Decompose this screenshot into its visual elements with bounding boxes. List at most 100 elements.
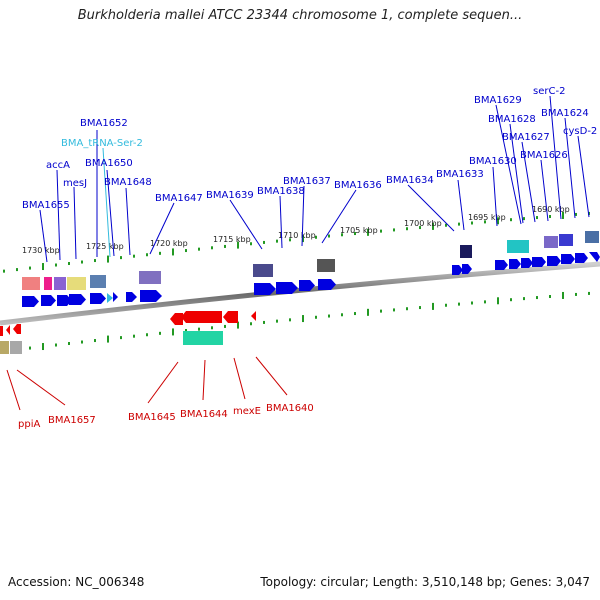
gene-label[interactable]: mesJ [63, 178, 87, 189]
scale-tick [458, 222, 460, 226]
scale-tick [237, 321, 239, 329]
scale-tick [198, 247, 200, 251]
gene-label[interactable]: BMA1648 [104, 177, 152, 188]
gene-label[interactable]: BMA1630 [469, 156, 517, 167]
scale-tick [302, 235, 304, 243]
gene-label[interactable]: BMA1645 [128, 412, 176, 423]
forward-tick-track [3, 211, 590, 273]
scale-tick [172, 328, 174, 336]
scale-tick [432, 302, 434, 310]
scale-tick [419, 226, 421, 230]
gene-label[interactable]: accA [46, 160, 70, 171]
scale-tick [224, 244, 226, 248]
scale-tick [341, 313, 343, 317]
scale-tick [276, 319, 278, 323]
scale-tick [120, 336, 122, 340]
scale-tick [549, 295, 551, 299]
kbp-label: 1710 kbp [278, 231, 316, 240]
scale-tick [471, 301, 473, 305]
scale-tick [354, 312, 356, 316]
kbp-label: 1700 kbp [404, 219, 442, 228]
scale-tick [575, 212, 577, 216]
gene-label[interactable]: BMA1637 [283, 176, 331, 187]
gene-label[interactable]: BMA1624 [541, 108, 589, 119]
scale-tick [81, 260, 83, 264]
topology-text: Topology: circular; Length: 3,510,148 bp… [260, 575, 590, 589]
scale-tick [536, 296, 538, 300]
scale-tick [224, 324, 226, 328]
scale-tick [302, 315, 304, 323]
scale-tick [497, 217, 499, 225]
gene-label[interactable]: BMA1626 [520, 150, 568, 161]
gene-label[interactable]: BMA1629 [474, 95, 522, 106]
forward-gene-arrows [22, 252, 600, 307]
gene-label[interactable]: BMA1640 [266, 403, 314, 414]
scale-tick [211, 246, 213, 250]
kbp-label: 1705 kbp [340, 226, 378, 235]
scale-tick [406, 307, 408, 311]
scale-tick [341, 233, 343, 237]
scale-tick [68, 262, 70, 266]
scale-tick [315, 315, 317, 319]
scale-tick [185, 329, 187, 333]
scale-tick [458, 302, 460, 306]
gene-label[interactable]: mexE [233, 406, 261, 417]
scale-tick [289, 318, 291, 322]
scale-tick [29, 346, 31, 350]
scale-tick [445, 223, 447, 227]
scale-tick [484, 300, 486, 304]
reverse-tick-track [3, 291, 590, 353]
scale-tick [55, 263, 57, 267]
scale-tick [549, 215, 551, 219]
scale-tick [29, 266, 31, 270]
gene-label[interactable]: BMA_tRNA-Ser-2 [61, 138, 143, 149]
gene-label[interactable]: BMA1638 [257, 186, 305, 197]
scale-tick [250, 242, 252, 246]
accession-text: Accession: NC_006348 [8, 575, 145, 589]
scale-tick [419, 306, 421, 310]
gene-label[interactable]: BMA1655 [22, 200, 70, 211]
gene-label[interactable]: BMA1650 [85, 158, 133, 169]
scale-tick [159, 331, 161, 335]
reverse-feature-boxes [0, 331, 223, 354]
gene-label[interactable]: cysD-2 [563, 126, 597, 137]
forward-gene-labels: BMA1655 accA mesJ BMA1652 BMA_tRNA-Ser-2… [22, 86, 597, 211]
scale-tick [406, 227, 408, 231]
scale-tick [367, 308, 369, 316]
scale-tick [575, 292, 577, 296]
scale-tick [185, 249, 187, 253]
scale-tick [562, 291, 564, 299]
scale-tick [198, 327, 200, 331]
gene-label[interactable]: BMA1652 [80, 118, 128, 129]
scale-tick [55, 343, 57, 347]
scale-tick [380, 229, 382, 233]
reverse-gene-arrows [0, 311, 256, 336]
gene-label[interactable]: BMA1628 [488, 114, 536, 125]
gene-label[interactable]: BMA1634 [386, 175, 434, 186]
gene-label[interactable]: BMA1644 [180, 409, 228, 420]
scale-tick [250, 322, 252, 326]
label-leaders [6, 95, 590, 411]
scale-tick [237, 241, 239, 249]
gene-label[interactable]: BMA1627 [502, 132, 550, 143]
scale-tick [523, 297, 525, 301]
gene-label[interactable]: BMA1657 [48, 415, 96, 426]
scale-tick [107, 255, 109, 263]
scale-tick [432, 222, 434, 230]
scale-tick [510, 298, 512, 302]
scale-tick [133, 334, 135, 338]
gene-label[interactable]: BMA1647 [155, 193, 203, 204]
kbp-label: 1720 kbp [150, 239, 188, 248]
gene-label[interactable]: BMA1636 [334, 180, 382, 191]
gene-label[interactable]: serC-2 [533, 86, 565, 97]
scale-tick [328, 234, 330, 238]
scale-tick [42, 343, 44, 351]
gene-label[interactable]: BMA1633 [436, 169, 484, 180]
scale-tick [588, 291, 590, 295]
gene-label[interactable]: ppiA [18, 419, 40, 430]
scale-tick [94, 339, 96, 343]
scale-tick [289, 238, 291, 242]
kbp-label: 1695 kbp [468, 213, 506, 222]
gene-label[interactable]: BMA1639 [206, 190, 254, 201]
